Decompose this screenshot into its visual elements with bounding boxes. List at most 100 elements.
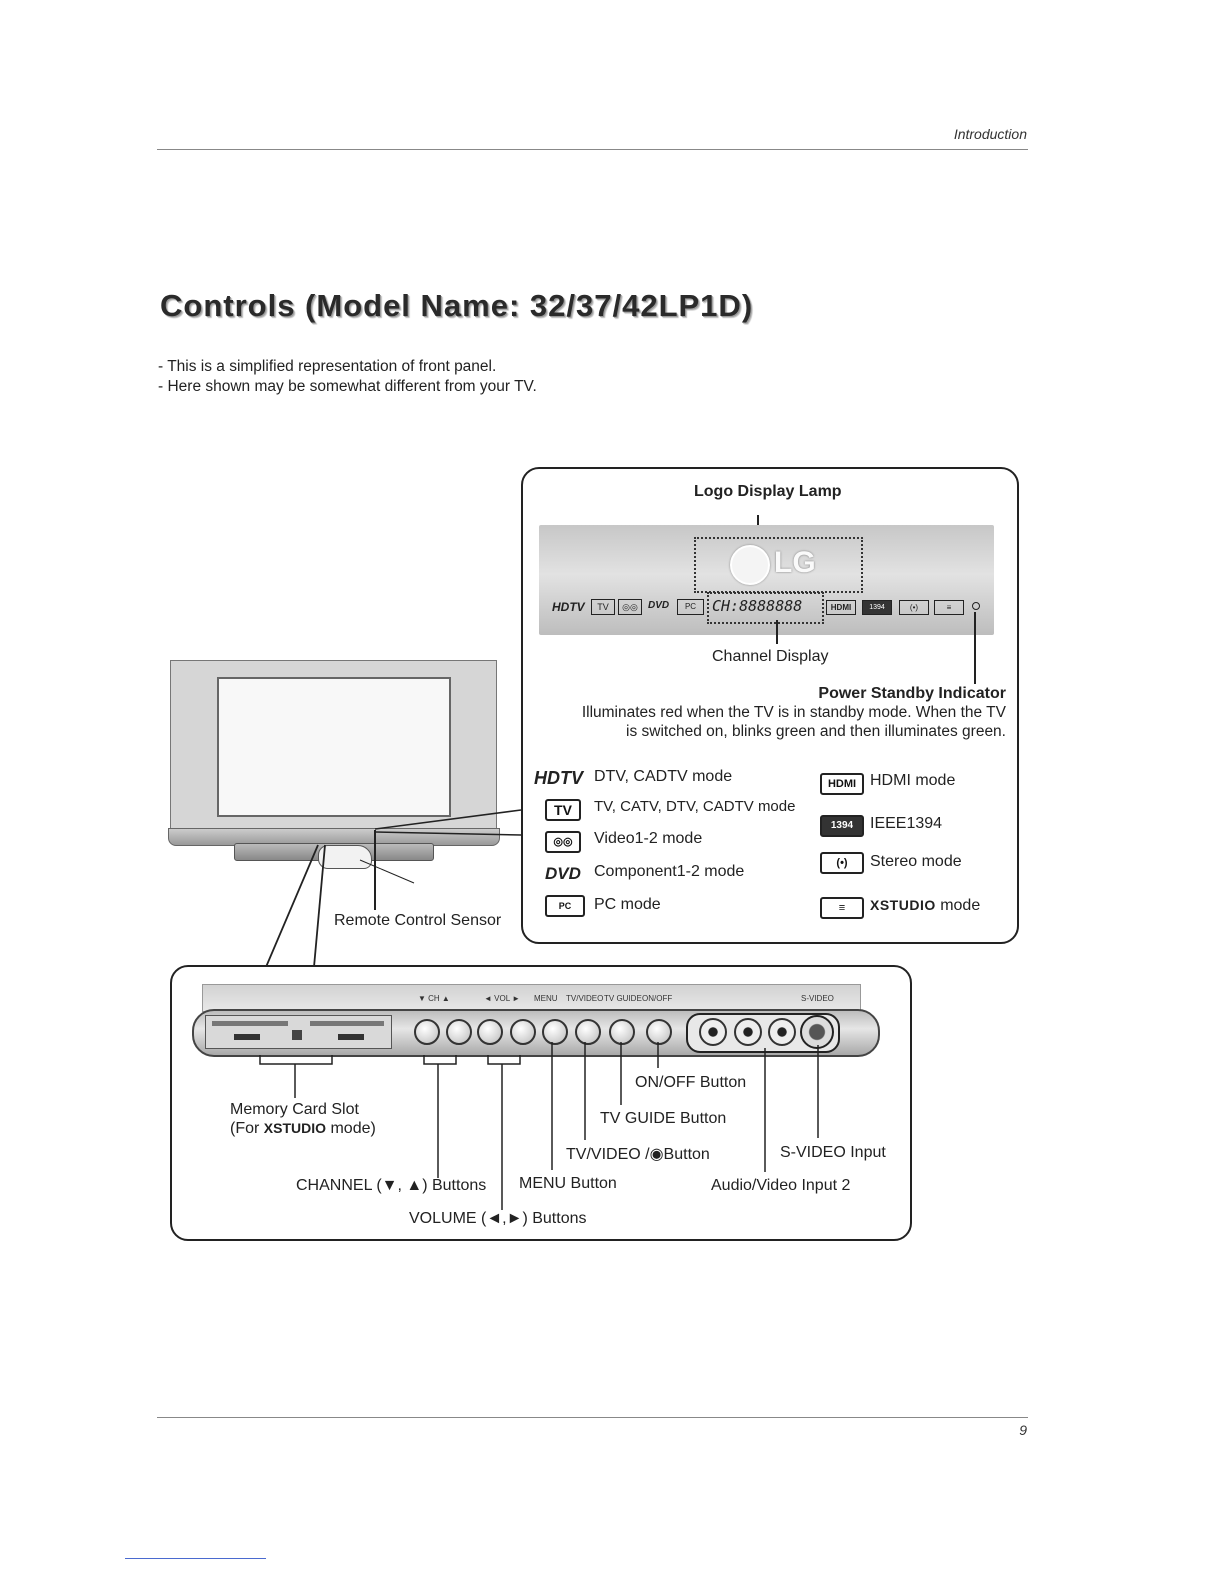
tv-guide-button[interactable] <box>609 1019 635 1045</box>
slot-tag-2 <box>338 1034 364 1040</box>
page-number: 9 <box>1019 1422 1027 1438</box>
power-standby-leader <box>974 612 976 684</box>
tv-video-text: TV/VIDEO / <box>566 1146 650 1163</box>
lg-logo-icon <box>730 545 770 585</box>
bottom-connector-left <box>265 844 319 968</box>
channel-readout: CH:8888888 <box>712 597 803 615</box>
footer-rule <box>157 1417 1028 1418</box>
channel-buttons-label: CHANNEL (▼, ▲) Buttons <box>296 1177 487 1194</box>
panel-label-tvvideo: TV/VIDEO <box>566 994 604 1003</box>
tv-indicator-icon: TV <box>591 599 615 615</box>
tv-mode-label: TV, CATV, DTV, CADTV mode <box>594 798 796 815</box>
power-standby-line-1: Illuminates red when the TV is in standb… <box>581 704 1006 721</box>
audio-right-jack[interactable] <box>768 1018 796 1046</box>
memory-slot-bracket <box>259 1055 333 1065</box>
hand-illustration <box>318 845 372 869</box>
memory-slot-line-2: (For XSTUDIO mode) <box>230 1119 376 1138</box>
memory-slot-brand: XSTUDIO <box>263 1120 327 1136</box>
panel-label-onoff: ON/OFF <box>642 994 673 1003</box>
lg-logo-text: LG <box>774 546 816 579</box>
power-led-icon <box>972 602 980 610</box>
remote-sensor-label: Remote Control Sensor <box>334 912 502 929</box>
hand-arm-line <box>359 859 415 884</box>
header-rule <box>157 149 1028 150</box>
hdmi-mode-icon: HDMI <box>820 773 864 795</box>
panel-label-menu: MENU <box>534 994 558 1003</box>
channel-up-button[interactable] <box>446 1019 472 1045</box>
s-video-label: S-VIDEO Input <box>780 1144 886 1161</box>
xstudio-mode-icon: ≡ <box>820 897 864 919</box>
tv-video-post: Button <box>663 1146 710 1163</box>
logo-lamp-label: Logo Display Lamp <box>694 483 842 500</box>
panel-label-ch: ▼ CH ▲ <box>418 994 450 1003</box>
panel-label-tvguide: TV GUIDE <box>604 994 642 1003</box>
s-video-jack[interactable] <box>800 1015 834 1049</box>
audio-left-jack[interactable] <box>734 1018 762 1046</box>
hdmi-mode-label: HDMI mode <box>870 772 956 789</box>
intro-line-2: - Here shown may be somewhat different f… <box>158 378 537 395</box>
tv-video-symbol-icon: ◉ <box>649 1146 664 1163</box>
xstudio-brand: XSTUDIO <box>870 897 936 913</box>
on-off-label: ON/OFF Button <box>635 1074 747 1091</box>
video-mode-label: Video1-2 mode <box>594 830 703 847</box>
stereo-mode-icon: (•) <box>820 852 864 874</box>
pc-mode-label: PC mode <box>594 896 661 913</box>
pc-mode-icon: PC <box>545 895 585 917</box>
volume-buttons-label: VOLUME (◄,►) Buttons <box>409 1210 587 1227</box>
memory-card-slot[interactable] <box>205 1015 392 1049</box>
video-mode-icon: ◎◎ <box>545 831 581 853</box>
volume-down-button[interactable] <box>477 1019 503 1045</box>
on-off-button[interactable] <box>646 1019 672 1045</box>
tv-video-button[interactable] <box>575 1019 601 1045</box>
bottom-connector-right <box>313 844 326 968</box>
video-indicator-icon: ◎◎ <box>618 599 642 615</box>
volume-bracket <box>487 1055 521 1065</box>
intro-text: - This is a simplified representation of… <box>158 357 537 397</box>
intro-line-1: - This is a simplified representation of… <box>158 358 497 375</box>
power-standby-line-2: is switched on, blinks green and then il… <box>626 723 1006 740</box>
memory-slot-label: Memory Card Slot (For XSTUDIO mode) <box>230 1100 376 1138</box>
section-label: Introduction <box>953 126 1027 142</box>
footer-underline <box>125 1558 266 1559</box>
menu-button[interactable] <box>542 1019 568 1045</box>
memory-slot-line-1: Memory Card Slot <box>230 1101 359 1118</box>
channel-display-label: Channel Display <box>712 648 829 665</box>
video-jack[interactable] <box>699 1018 727 1046</box>
memory-slot-post: mode) <box>326 1120 376 1137</box>
panel-top-strip <box>202 984 861 1012</box>
menu-button-label: MENU Button <box>519 1175 617 1192</box>
hdtv-mode-icon: HDTV <box>534 768 583 788</box>
channel-display-leader <box>776 620 778 644</box>
power-standby-title: Power Standby Indicator <box>818 685 1006 702</box>
tv-mode-icon: TV <box>545 799 581 821</box>
front-display-strip <box>539 525 994 635</box>
hdtv-indicator-icon: HDTV <box>552 600 585 614</box>
pc-indicator-icon: PC <box>677 599 704 615</box>
av-input-label: Audio/Video Input 2 <box>711 1177 851 1194</box>
slot-icon <box>292 1030 302 1040</box>
xstudio-indicator-icon: ≡ <box>934 600 964 615</box>
channel-down-button[interactable] <box>414 1019 440 1045</box>
memory-slot-pre: (For <box>230 1120 264 1137</box>
callout-connector-upper <box>374 809 522 830</box>
xstudio-mode-text: mode <box>940 897 981 914</box>
tv-guide-label: TV GUIDE Button <box>600 1110 727 1127</box>
panel-label-svideo: S-VIDEO <box>801 994 834 1003</box>
slot-tag-1 <box>234 1034 260 1040</box>
xstudio-mode-label: XSTUDIO mode <box>870 897 980 915</box>
stereo-indicator-icon: (•) <box>899 600 929 615</box>
tv-screen <box>217 677 451 817</box>
channel-bracket <box>423 1055 457 1065</box>
page-title: Controls (Model Name: 32/37/42LP1D) <box>160 288 754 323</box>
ieee1394-indicator-icon: 1394 <box>862 600 892 615</box>
hdmi-indicator-icon: HDMI <box>826 600 856 615</box>
volume-up-button[interactable] <box>510 1019 536 1045</box>
hdtv-mode-label: DTV, CADTV mode <box>594 768 733 785</box>
dvd-mode-icon: DVD <box>545 864 581 883</box>
slot-bar-1 <box>212 1021 288 1026</box>
dvd-indicator-icon: DVD <box>648 600 670 611</box>
slot-bar-2 <box>310 1021 384 1026</box>
stereo-mode-label: Stereo mode <box>870 853 962 870</box>
ieee1394-mode-label: IEEE1394 <box>870 815 943 832</box>
